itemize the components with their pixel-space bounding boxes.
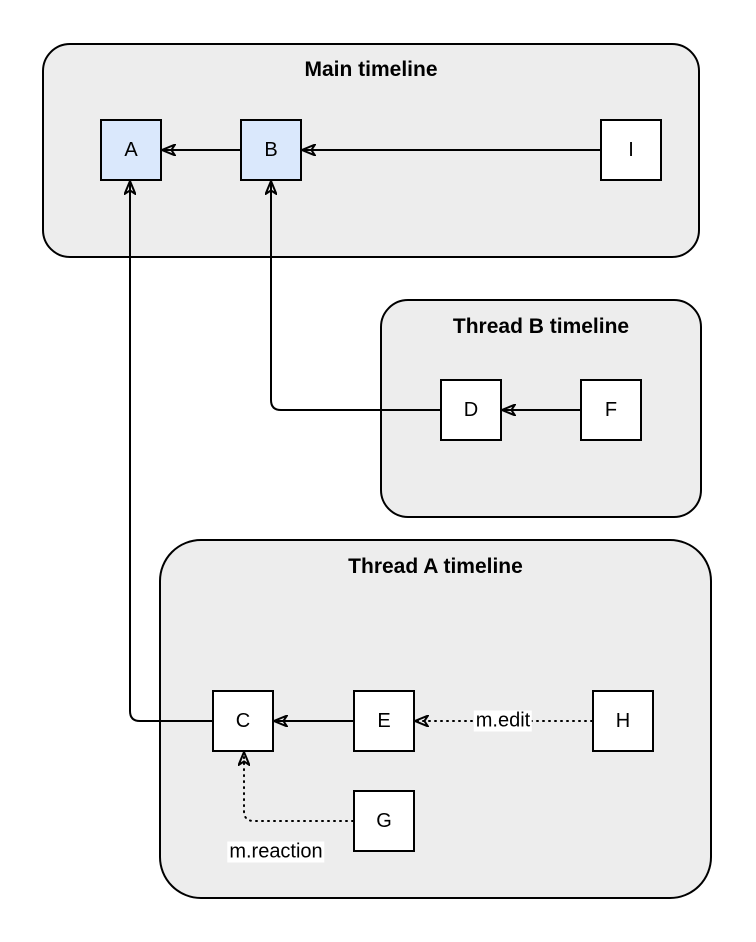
node-e-label: E: [377, 709, 391, 732]
node-d: D: [440, 379, 502, 441]
thread-a-timeline-title: Thread A timeline: [348, 555, 523, 578]
node-f: F: [580, 379, 642, 441]
edge-label-m-edit: m.edit: [473, 709, 533, 732]
node-i: I: [600, 119, 662, 181]
main-timeline-title: Main timeline: [304, 58, 438, 81]
node-a: A: [100, 119, 162, 181]
node-c: C: [212, 690, 274, 752]
node-c-label: C: [235, 709, 251, 732]
node-b-label: B: [264, 138, 278, 161]
node-e: E: [353, 690, 415, 752]
thread-b-timeline-title: Thread B timeline: [452, 315, 630, 338]
node-i-label: I: [628, 138, 634, 161]
node-f-label: F: [604, 398, 618, 421]
node-h-label: H: [615, 709, 631, 732]
node-b: B: [240, 119, 302, 181]
node-g-label: G: [376, 809, 392, 832]
edge-label-m-reaction: m.reaction: [227, 840, 325, 863]
node-a-label: A: [124, 138, 138, 161]
node-h: H: [592, 690, 654, 752]
node-d-label: D: [463, 398, 479, 421]
thread-b-timeline-container: Thread B timeline: [380, 299, 702, 518]
node-g: G: [353, 790, 415, 852]
